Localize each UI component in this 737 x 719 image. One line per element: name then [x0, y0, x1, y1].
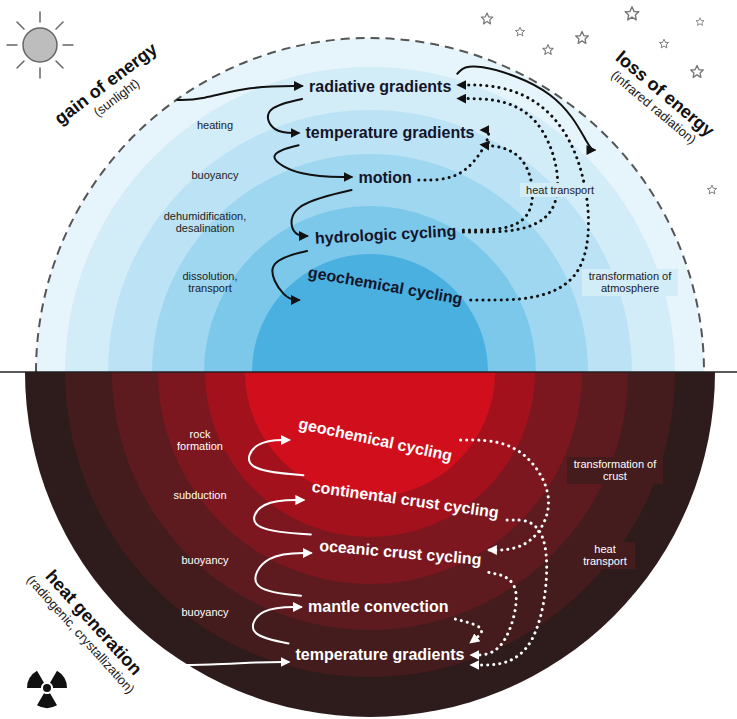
edge-label: rock formation: [170, 427, 230, 454]
band: [204, 206, 536, 372]
edge-label: buoyancy: [175, 605, 235, 620]
solid-arrow: [254, 500, 311, 534]
solid-arrow: [255, 553, 310, 596]
solid-arrow: [457, 66, 594, 150]
dotted-arrow: [458, 98, 557, 232]
edge-label: heating: [185, 118, 245, 133]
edge-label: buoyancy: [175, 553, 235, 568]
label-text: temperature gradients: [306, 124, 475, 142]
band: [65, 67, 675, 372]
edge-label: heat transport: [520, 183, 600, 198]
label-text: mantle convection: [308, 598, 448, 616]
solid-arrow: [160, 662, 289, 665]
edge-label: dissolution, transport: [170, 269, 250, 296]
energy-label: loss of energy(infrared radiation): [597, 43, 722, 157]
dotted-arrow: [455, 619, 481, 642]
label-text: temperature gradients: [296, 646, 465, 664]
atmosphere-ocean-bands: [36, 38, 704, 372]
edge-label: subduction: [167, 488, 233, 503]
band: [245, 372, 495, 497]
band: [112, 372, 628, 630]
edge-label: dehumidification, desalination: [155, 209, 255, 236]
label-text: radiative gradients: [309, 78, 451, 96]
band-label: temperature gradients: [292, 644, 469, 666]
edge-label: heat transport: [575, 542, 635, 569]
edge-label: transformation of crust: [567, 457, 663, 484]
dotted-arrow: [461, 440, 549, 550]
label-text: motion: [359, 169, 412, 187]
band: [158, 372, 582, 584]
dotted-arrow: [471, 520, 546, 665]
band: [65, 372, 675, 677]
band-label: motion: [355, 167, 416, 189]
solid-arrow: [177, 86, 302, 100]
solid-arrow: [268, 99, 302, 133]
sun-icon: [7, 12, 73, 78]
band-label: radiative gradients: [305, 76, 455, 98]
band: [205, 372, 535, 537]
band: [108, 110, 632, 372]
dashed-boundary: [36, 38, 704, 372]
band: [252, 254, 488, 372]
edge-label: transformation of atmosphere: [582, 269, 678, 296]
radiation-symbol: [27, 671, 67, 708]
solid-arrow: [253, 607, 301, 643]
band: [25, 372, 715, 717]
solid-arrow: [274, 145, 351, 177]
band: [36, 38, 704, 372]
band-label: temperature gradients: [302, 122, 479, 144]
band-label: mantle convection: [304, 596, 452, 618]
solid-arrow: [272, 251, 307, 300]
surface-line: [0, 371, 737, 373]
edge-label: buoyancy: [185, 168, 245, 183]
interior-bands: [25, 372, 715, 717]
solid-arrow: [249, 440, 303, 475]
dotted-arrow: [471, 572, 516, 655]
